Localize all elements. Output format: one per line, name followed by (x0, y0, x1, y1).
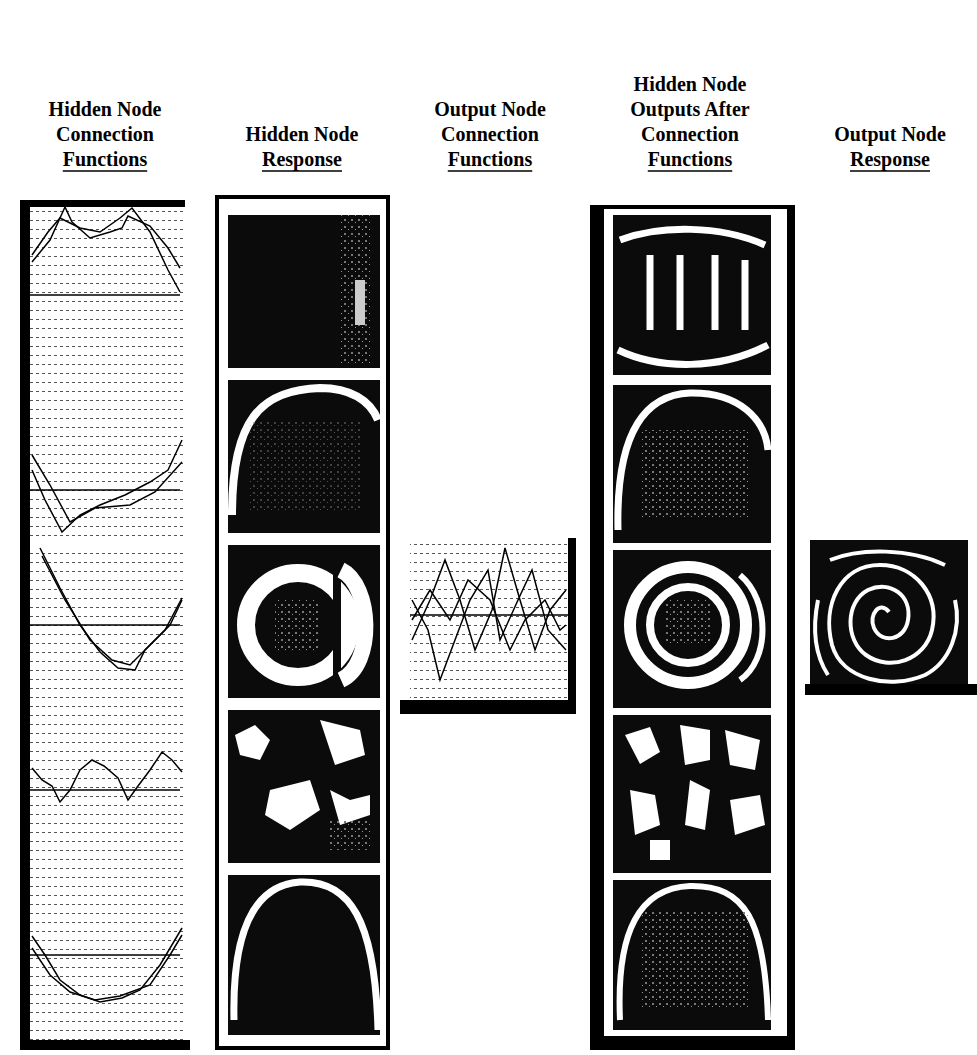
response-image-panel-part (613, 215, 771, 375)
function-plot-panel-part-part (412, 570, 566, 680)
function-plot-panel-part (568, 538, 576, 710)
header-underline (262, 170, 342, 172)
function-plot-panel-part-part (32, 208, 180, 292)
response-image-panel-part (232, 388, 378, 515)
response-image-panel-part-part (677, 255, 684, 330)
response-image-panel-part (613, 385, 771, 543)
response-image-panel-part (341, 570, 365, 680)
response-image-panel-part (640, 910, 750, 1010)
header-underline (850, 170, 930, 172)
response-image-panel-part (219, 199, 386, 1046)
column-header: Output Node Connection Functions (420, 97, 560, 172)
response-image-panel-part-part (620, 886, 768, 1020)
function-plot-panel (20, 200, 190, 1050)
function-plot-panel-part-part (42, 556, 182, 665)
response-image-panel-part (625, 725, 765, 860)
response-image-panel-part (613, 550, 771, 708)
column-header: Hidden Node Connection Functions (35, 97, 175, 172)
output-response-image-part-part (829, 565, 957, 682)
function-plot-panel (400, 538, 576, 714)
function-plot-panel-part (30, 378, 185, 381)
function-plot-panel-part-part (40, 548, 182, 670)
function-plot-panel-part (20, 1040, 190, 1050)
response-image-panel-part (228, 215, 380, 368)
function-plot-panel-part-part (30, 624, 180, 626)
response-image-panel-part (640, 430, 750, 520)
response-image-panel-part-part (742, 260, 749, 330)
header-underline (63, 170, 147, 172)
response-image-panel-part (604, 209, 787, 1036)
output-response-image-part-part (815, 600, 828, 675)
function-plot-panel-part (30, 708, 185, 711)
response-image-panel-part (613, 715, 771, 873)
function-plot-panel-part-part (32, 752, 182, 802)
response-image-panel-part (215, 195, 390, 1050)
function-plot-panel-part-part (30, 294, 180, 296)
response-image-panel-part (613, 880, 771, 1030)
response-image-panel-part (228, 875, 380, 1035)
response-image-panel-part (355, 280, 365, 325)
function-plot-panel-part-part (32, 928, 182, 1002)
function-plot-panel-part (30, 543, 185, 546)
response-image-panel-part-part (618, 345, 768, 364)
response-image-panel-part (234, 882, 378, 1030)
response-image-panel (215, 195, 390, 1050)
function-plot-panel-part-part (30, 954, 180, 956)
function-plot-panel-part (410, 548, 568, 680)
response-image-panel-part-part (630, 567, 746, 683)
function-plot-panel-part-part (412, 580, 566, 650)
function-plot-panel-part (30, 207, 182, 1002)
response-image-panel-part (618, 229, 768, 1020)
header-underline (648, 170, 732, 172)
response-image-panel-part-part (647, 255, 654, 330)
response-image-panel-part-part (712, 255, 719, 330)
column-header: Output Node Response (823, 122, 958, 172)
response-image-panel-part-part (740, 575, 763, 680)
output-response-image-part (810, 540, 968, 685)
response-image-panel-part (235, 720, 370, 830)
response-image-panel-part (228, 545, 380, 698)
response-image-panel-part (228, 380, 380, 533)
response-image-panel-part-part (650, 587, 726, 663)
column-header: Hidden Node Response (235, 122, 370, 172)
response-image-panel-part (590, 205, 795, 1050)
function-plot-panel-part-part (32, 455, 182, 522)
function-plot-panel-part-part (412, 548, 566, 650)
column-header: Hidden Node Outputs After Connection Fun… (615, 72, 765, 172)
function-plot-panel-part-part (32, 935, 182, 1000)
response-image-panel (590, 205, 795, 1050)
function-plot-panel-part (400, 700, 576, 714)
function-plot-panel-part (30, 873, 185, 876)
response-image-panel-part (275, 600, 320, 650)
function-plot-panel-part-part (30, 789, 180, 791)
function-plot-panel-part-part (32, 440, 182, 532)
output-response-image-part (815, 552, 957, 682)
response-image-panel-part-part (620, 229, 765, 245)
header-underline (448, 170, 532, 172)
output-response-image-part-part (830, 552, 945, 565)
response-image-panel-part (333, 560, 341, 690)
response-image-panel-part (250, 420, 360, 510)
response-image-panel-part (340, 215, 370, 365)
function-plot-panel-part (20, 200, 30, 1050)
function-plot-panel-part (20, 200, 185, 207)
response-image-panel-part (330, 820, 370, 850)
response-image-panel-part (665, 600, 710, 645)
output-response-image (805, 540, 977, 695)
function-plot-panel-part (410, 540, 570, 700)
response-image-panel-part-part (618, 393, 768, 530)
function-plot-panel-part (30, 210, 185, 1040)
response-image-panel-part (228, 710, 380, 863)
output-response-image-part (805, 684, 977, 695)
function-plot-panel-part-part (32, 207, 180, 268)
